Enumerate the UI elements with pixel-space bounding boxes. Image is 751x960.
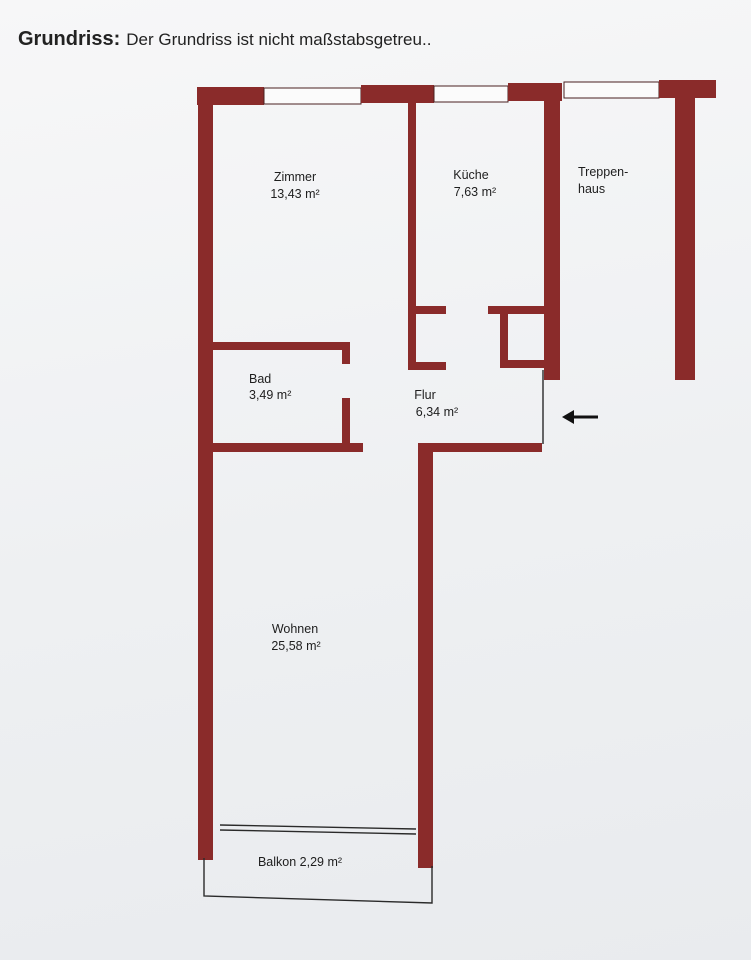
wall-closet-bottom bbox=[500, 360, 544, 368]
wall-top-middle bbox=[361, 85, 434, 103]
label-kueche-name: Küche bbox=[453, 168, 488, 182]
wall-treppenhaus-right bbox=[675, 96, 695, 380]
balcony-door-line-1 bbox=[219, 824, 417, 830]
label-kueche-area: 7,63 m² bbox=[454, 185, 496, 199]
balcony-door-line-2 bbox=[219, 829, 417, 835]
wall-right-apartment bbox=[544, 96, 560, 380]
label-balkon: Balkon 2,29 m² bbox=[258, 855, 342, 869]
label-flur-area: 6,34 m² bbox=[416, 405, 458, 419]
window-treppenhaus bbox=[563, 81, 660, 99]
label-zimmer-area: 13,43 m² bbox=[270, 187, 319, 201]
label-treppenhaus-line2: haus bbox=[578, 182, 605, 196]
page-heading: Grundriss: Der Grundriss ist nicht maßsta… bbox=[18, 28, 431, 51]
wall-top-left bbox=[197, 87, 264, 105]
wall-kueche-bottom-left bbox=[416, 306, 446, 314]
label-wohnen-name: Wohnen bbox=[272, 622, 318, 636]
label-bad-name: Bad bbox=[249, 372, 271, 386]
wall-zimmer-kueche bbox=[408, 100, 416, 368]
wall-flur-bottom bbox=[418, 443, 542, 452]
window-zimmer bbox=[263, 87, 362, 105]
wall-closet-left bbox=[500, 314, 508, 368]
arrow-left-icon bbox=[562, 410, 598, 424]
wall-wohnen-right bbox=[418, 452, 433, 868]
wall-zimmer-bottom bbox=[213, 342, 350, 350]
heading-note: Der Grundriss ist nicht maßstabsgetreu.. bbox=[126, 30, 432, 49]
balcony-outline bbox=[203, 858, 433, 904]
wall-flur-stub bbox=[408, 362, 446, 370]
wall-bad-right-bottom bbox=[342, 398, 350, 444]
wall-kueche-bottom-right bbox=[488, 306, 544, 314]
label-wohnen-area: 25,58 m² bbox=[271, 639, 320, 653]
wall-left-outer bbox=[198, 100, 213, 860]
label-zimmer-name: Zimmer bbox=[274, 170, 316, 184]
label-flur-name: Flur bbox=[414, 388, 436, 402]
label-bad-area: 3,49 m² bbox=[249, 388, 291, 402]
wall-bad-right-top bbox=[342, 344, 350, 364]
window-kueche bbox=[433, 85, 509, 103]
label-treppenhaus-line1: Treppen- bbox=[578, 165, 628, 179]
wall-bad-bottom bbox=[213, 443, 363, 452]
wall-top-stair bbox=[659, 80, 716, 98]
heading-title: Grundriss: bbox=[18, 28, 121, 50]
